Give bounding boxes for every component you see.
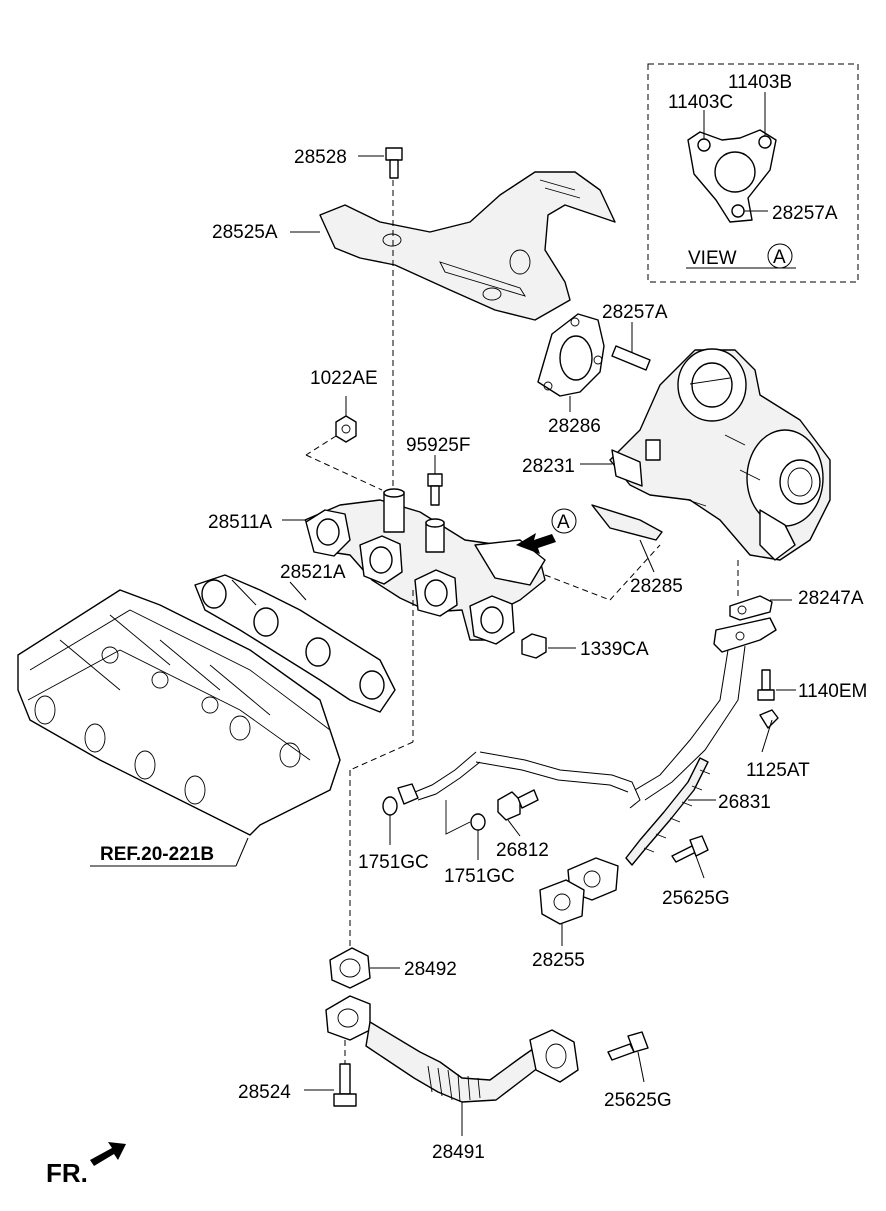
label-28257a: 28257A: [602, 302, 668, 323]
bolt-28524: [304, 1040, 357, 1107]
stud-95925f: [427, 455, 443, 506]
label-28528: 28528: [294, 147, 347, 168]
gasket-28255: [539, 879, 585, 946]
cylinder-head: [17, 589, 341, 867]
pipe-28491: [325, 995, 579, 1136]
view-label-28257a: 28257A: [772, 203, 838, 224]
manifold-gasket: [194, 574, 396, 713]
seal-1751gc-a: [382, 796, 398, 845]
label-28255: 28255: [532, 950, 585, 971]
gasket-28492: [329, 947, 400, 989]
label-25625g-upper: 25625G: [662, 888, 730, 909]
label-28511a: 28511A: [208, 512, 272, 533]
label-1125at: 1125AT: [746, 760, 810, 781]
label-28492: 28492: [404, 959, 457, 980]
label-28521a: 28521A: [280, 562, 346, 583]
nut-1022ae: [305, 396, 383, 491]
label-28285: 28285: [630, 576, 683, 597]
view-label-11403b: 11403B: [728, 72, 792, 93]
label-1339ca: 1339CA: [580, 639, 649, 660]
label-28247a: 28247A: [798, 588, 864, 609]
heat-shield: [319, 171, 616, 321]
bolt-25625g-lower: [607, 1031, 649, 1083]
view-title: VIEW: [688, 248, 737, 269]
view-a-inset: [647, 63, 859, 283]
label-95925f: 95925F: [406, 435, 470, 456]
nut-1339ca: [521, 633, 576, 659]
turbo-inlet-gasket: [537, 313, 605, 412]
label-fr: FR.: [46, 1158, 88, 1188]
label-28231: 28231: [522, 456, 575, 477]
label-1022ae: 1022AE: [310, 368, 378, 389]
label-25625g-lower: 25625G: [604, 1090, 672, 1111]
label-28524: 28524: [238, 1082, 291, 1103]
label-28491: 28491: [432, 1142, 485, 1163]
turbocharger: [580, 348, 831, 561]
bolt-28528: [358, 147, 403, 179]
bolt-25625g-upper: [671, 835, 709, 879]
turbo-gasket-28285: [591, 504, 663, 573]
view-label-11403c: 11403C: [668, 92, 733, 113]
seal-1751gc-b: [445, 800, 486, 860]
label-ref: REF.20-221B: [100, 844, 214, 865]
callout-a-marker: [516, 508, 577, 554]
label-1140em: 1140EM: [798, 681, 867, 702]
label-1751gc-b: 1751GC: [444, 866, 515, 887]
exhaust-manifold: [282, 488, 546, 645]
callout-a-letter: A: [557, 512, 570, 533]
front-direction-arrow: [90, 1142, 126, 1166]
view-marker: A: [773, 247, 786, 268]
label-28525a: 28525A: [212, 222, 278, 243]
label-26831: 26831: [718, 792, 771, 813]
label-26812: 26812: [496, 840, 549, 861]
oil-pipe-assembly: [397, 560, 796, 901]
label-1751gc-a: 1751GC: [358, 852, 429, 873]
stud-28257a: [611, 322, 651, 371]
label-28286: 28286: [548, 416, 601, 437]
bolt-26812: [497, 789, 539, 837]
